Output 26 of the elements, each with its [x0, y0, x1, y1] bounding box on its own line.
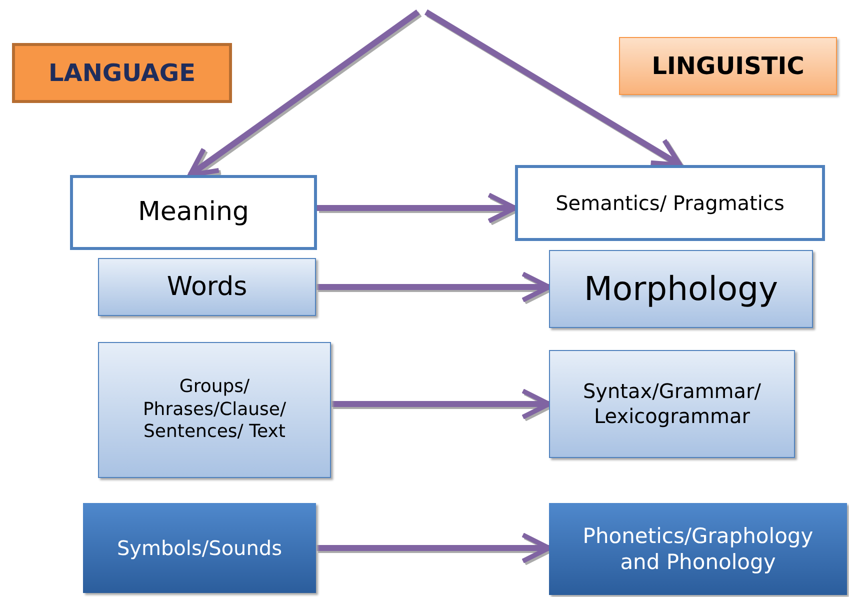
concept-box	[98, 258, 316, 316]
heading-box	[12, 43, 232, 103]
concept-box	[70, 175, 317, 250]
concept-box	[98, 342, 331, 478]
box-label: Meaning	[138, 196, 250, 229]
arrow	[188, 10, 420, 178]
concept-box	[83, 503, 316, 593]
box-label: LANGUAGE	[48, 58, 196, 88]
box-label: LINGUISTIC	[652, 51, 804, 81]
box-label: Groups/ Phrases/Clause/ Sentences/ Text	[142, 376, 288, 444]
box-label: Semantics/ Pragmatics	[556, 190, 784, 216]
concept-box	[549, 503, 847, 595]
heading-box	[619, 37, 837, 95]
concept-box	[549, 350, 795, 458]
box-label: Symbols/Sounds	[116, 536, 282, 560]
box-label: Words	[166, 270, 248, 304]
concept-box	[549, 250, 813, 328]
box-label: Syntax/Grammar/ Lexicogrammar	[582, 379, 762, 429]
box-label: Morphology	[584, 268, 778, 310]
arrow	[331, 390, 552, 418]
arrow	[317, 194, 518, 222]
arrow	[316, 272, 552, 302]
box-label: Phonetics/Graphology and Phonology	[582, 522, 814, 576]
arrow	[424, 9, 682, 168]
concept-box	[515, 165, 825, 241]
arrow	[316, 534, 552, 562]
